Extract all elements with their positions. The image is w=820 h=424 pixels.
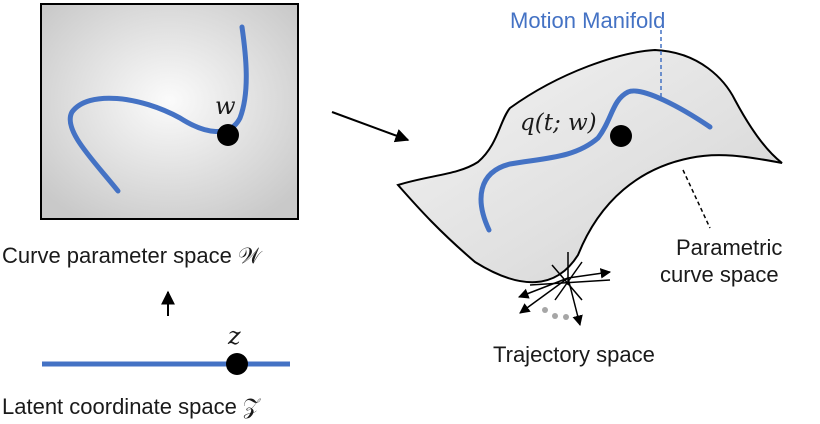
parametric-space-leader: [682, 169, 711, 229]
point-q-dot: [610, 125, 632, 147]
trajectory-dots: [542, 307, 569, 320]
point-w-dot: [217, 124, 239, 146]
parametric-label-line1: Parametric: [676, 235, 783, 260]
latent-coordinate-space-label: Latent coordinate space 𝒵: [2, 394, 260, 419]
parameter-curve: [67, 24, 249, 194]
curve-parameter-space-label: Curve parameter space 𝒲: [2, 243, 262, 268]
manifold-point-label: q(t; w): [520, 110, 597, 136]
point-z-dot: [226, 353, 248, 375]
trajectory-glyph: [518, 252, 612, 327]
mapping-arrow: [331, 111, 410, 143]
point-w-label: w: [215, 92, 236, 120]
manifold-curve: [478, 88, 713, 233]
parametric-surface: [396, 48, 783, 284]
parametric-label-line2: curve space: [660, 262, 779, 287]
point-z-label: z: [228, 322, 241, 350]
motion-manifold-label: Motion Manifold: [510, 8, 666, 33]
trajectory-space-label: Trajectory space: [493, 342, 655, 367]
